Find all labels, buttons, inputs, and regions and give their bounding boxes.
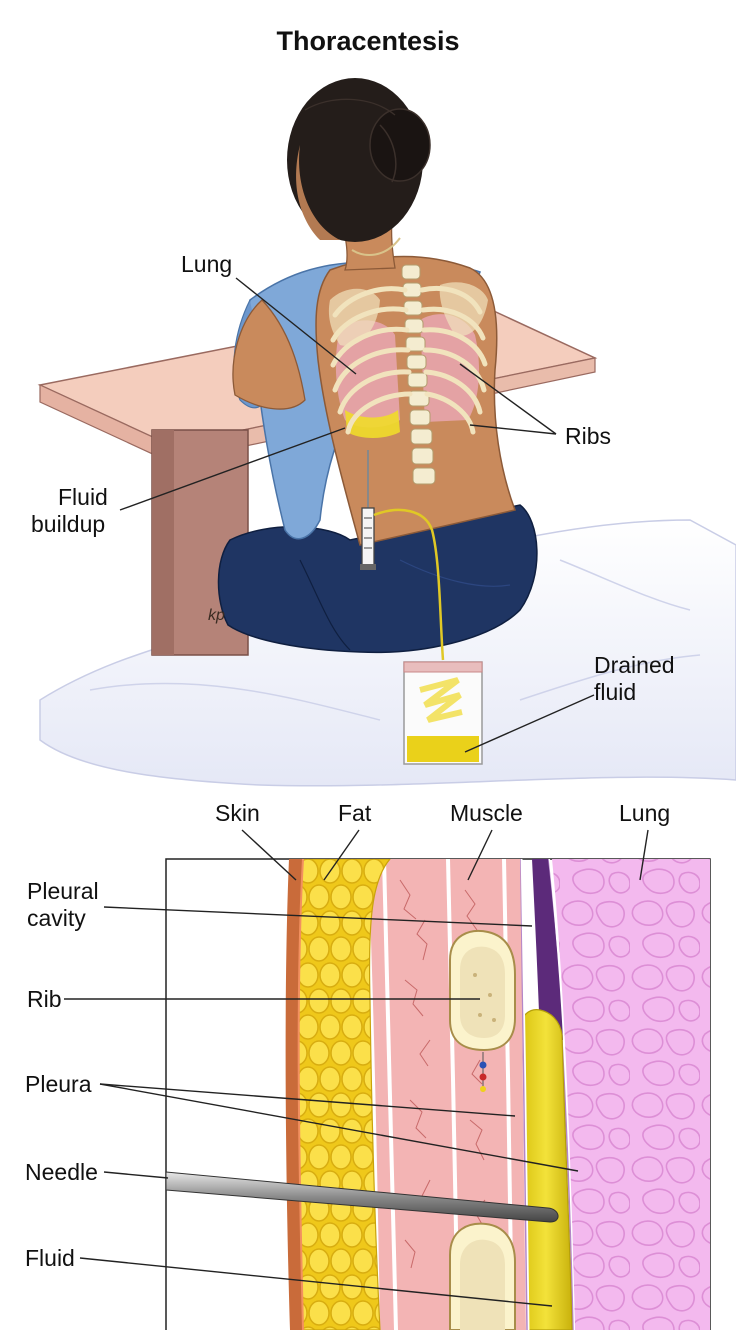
spine	[401, 264, 436, 485]
label-muscle: Muscle	[450, 800, 523, 826]
cross-section-panel	[165, 858, 711, 1330]
needle	[166, 1171, 559, 1223]
syringe	[360, 450, 376, 570]
label-pleural-cavity-line1: Pleural	[27, 878, 99, 904]
pleural-cavity	[532, 859, 563, 1040]
artist-signature: kp	[208, 607, 225, 624]
lung-tissue	[552, 859, 710, 1330]
label-fluid-buildup-line1: Fluid	[58, 484, 108, 510]
label-needle: Needle	[25, 1159, 98, 1185]
label-lung-bottom: Lung	[619, 800, 670, 826]
top-leader-lines	[119, 277, 595, 753]
label-fluid: Fluid	[25, 1245, 75, 1271]
drainage-bag	[403, 661, 483, 765]
label-drained-fluid-line2: fluid	[594, 679, 636, 705]
label-fat: Fat	[338, 800, 372, 826]
patient-arm	[232, 299, 306, 410]
label-pleural-cavity-line2: cavity	[27, 905, 86, 931]
drainage-tube	[373, 508, 445, 661]
label-ribs: Ribs	[565, 423, 611, 449]
fluid-buildup	[345, 410, 400, 438]
label-lung-top: Lung	[181, 251, 232, 277]
intercostal-vessels	[479, 1052, 487, 1092]
label-drained-fluid-line1: Drained	[594, 652, 675, 678]
hair-bun	[369, 108, 431, 182]
label-fluid-buildup-line2: buildup	[31, 511, 105, 537]
patient-scene: kp	[37, 78, 736, 787]
rib-lower	[449, 1222, 516, 1330]
page-title: Thoracentesis	[276, 26, 459, 56]
bottom-leader-lines	[64, 829, 649, 1307]
jeans	[217, 504, 538, 654]
label-rib: Rib	[27, 986, 62, 1012]
rib-upper	[449, 930, 516, 1052]
label-skin: Skin	[215, 800, 260, 826]
label-pleura: Pleura	[25, 1071, 92, 1097]
